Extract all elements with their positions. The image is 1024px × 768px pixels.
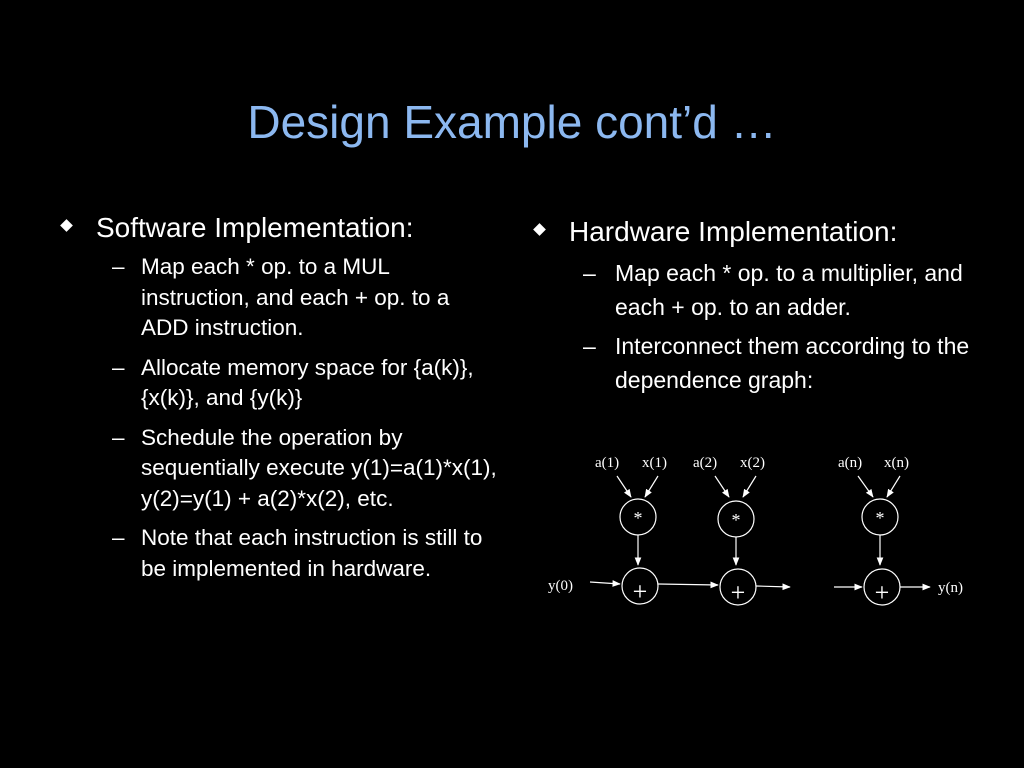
add-symbol: + bbox=[875, 578, 890, 607]
add-symbol: + bbox=[633, 577, 648, 606]
adder-node-2 bbox=[719, 568, 757, 606]
y0-label: y(0) bbox=[548, 578, 573, 594]
software-bullet: Software Implementation: bbox=[60, 210, 500, 246]
software-heading: Software Implementation: bbox=[96, 212, 414, 243]
software-sub-item: –Note that each instruction is still to … bbox=[60, 523, 500, 584]
input-label-x1: x(1) bbox=[642, 455, 667, 471]
arrow bbox=[742, 475, 757, 498]
hardware-sub-item: –Map each * op. to a multiplier, and eac… bbox=[533, 256, 993, 324]
dash-icon: – bbox=[112, 424, 125, 450]
hardware-sub-text: Interconnect them according to the depen… bbox=[615, 333, 970, 393]
hardware-sub-item: –Interconnect them according to the depe… bbox=[533, 329, 993, 397]
multiply-symbol: * bbox=[634, 508, 643, 528]
arrow bbox=[589, 580, 621, 587]
dash-icon: – bbox=[112, 354, 125, 380]
multiply-symbol: * bbox=[876, 508, 885, 528]
software-sub-item: –Allocate memory space for {a(k)}, {x(k)… bbox=[60, 353, 500, 414]
arrow bbox=[755, 583, 791, 591]
software-sub-item: –Schedule the operation by sequentially … bbox=[60, 423, 500, 515]
software-sub-list: –Map each * op. to a MUL instruction, an… bbox=[60, 252, 500, 584]
software-sub-item: –Map each * op. to a MUL instruction, an… bbox=[60, 252, 500, 344]
arrow bbox=[886, 475, 901, 498]
arrow bbox=[644, 475, 659, 498]
software-sub-text: Note that each instruction is still to b… bbox=[141, 525, 483, 581]
input-label-an: a(n) bbox=[838, 455, 862, 471]
mult-to-add-arrows bbox=[634, 535, 884, 566]
input-arrows bbox=[616, 475, 901, 498]
hardware-heading: Hardware Implementation: bbox=[569, 216, 898, 247]
multiply-symbol: * bbox=[732, 510, 741, 530]
hardware-bullet: Hardware Implementation: bbox=[533, 214, 993, 250]
arrow bbox=[616, 475, 632, 498]
yn-label: y(n) bbox=[938, 580, 963, 596]
dash-icon: – bbox=[112, 525, 125, 550]
dash-icon: – bbox=[583, 333, 596, 359]
arrow bbox=[714, 475, 730, 498]
adder-node-1 bbox=[621, 567, 659, 605]
accumulate-arrows bbox=[589, 580, 931, 591]
software-sub-text: Map each * op. to a MUL instruction, and… bbox=[141, 254, 450, 340]
hardware-column: Hardware Implementation: –Map each * op.… bbox=[533, 214, 993, 402]
slide-title: Design Example cont’d … bbox=[247, 96, 777, 148]
software-column: Software Implementation: –Map each * op.… bbox=[60, 210, 500, 593]
input-label-a1: a(1) bbox=[595, 455, 619, 471]
arrow bbox=[657, 581, 719, 589]
input-label-a2: a(2) bbox=[693, 455, 717, 471]
input-label-x2: x(2) bbox=[740, 455, 765, 471]
dash-icon: – bbox=[583, 260, 596, 286]
hardware-sub-list: –Map each * op. to a multiplier, and eac… bbox=[533, 256, 993, 397]
arrow bbox=[857, 475, 874, 498]
software-sub-text: Allocate memory space for {a(k)}, {x(k)}… bbox=[141, 354, 474, 411]
dash-icon: – bbox=[112, 254, 125, 279]
input-label-xn: x(n) bbox=[884, 455, 909, 471]
add-symbol: + bbox=[731, 578, 746, 607]
software-sub-text: Schedule the operation by sequentially e… bbox=[141, 424, 497, 511]
hardware-sub-text: Map each * op. to a multiplier, and each… bbox=[615, 260, 963, 320]
